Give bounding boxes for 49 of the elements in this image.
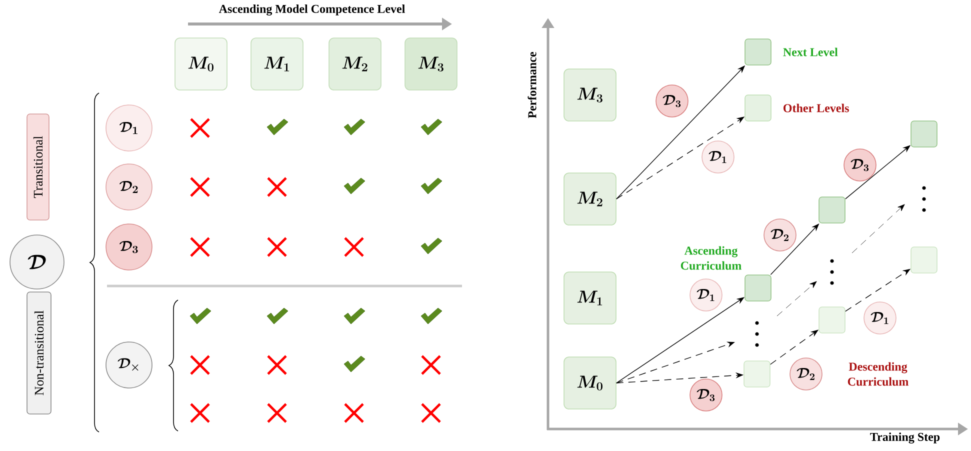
check-icon <box>344 118 366 136</box>
model-box: $M_0$ <box>174 38 228 90</box>
check-icon <box>420 118 442 136</box>
check-icon <box>420 308 442 324</box>
axis-title: Performance <box>528 52 536 118</box>
model-box: $M_2$ <box>564 172 616 226</box>
cross-icon <box>266 236 288 258</box>
check-icon <box>420 178 442 194</box>
cross-icon <box>190 402 210 424</box>
cross-icon <box>266 402 288 424</box>
category-tag: Transitional <box>26 114 50 220</box>
model-box: $M_2$ <box>328 38 382 90</box>
level-label: Next Level <box>783 48 838 56</box>
cross-icon <box>344 402 364 424</box>
level-square <box>744 360 770 388</box>
model-box: $M_3$ <box>404 38 458 90</box>
cross-icon <box>190 354 210 376</box>
cross-icon <box>190 176 210 198</box>
level-square <box>818 306 846 334</box>
level-square <box>818 196 846 224</box>
check-icon <box>344 308 366 324</box>
model-box: $M_1$ <box>564 272 616 324</box>
curriculum-label: Ascending Curriculum <box>680 246 742 270</box>
level-label: Other Levels <box>784 104 849 112</box>
axis-title: Ascending Model Competence Level <box>218 4 405 16</box>
check-icon <box>266 118 288 136</box>
model-box: $M_3$ <box>564 68 616 122</box>
check-icon <box>420 238 442 254</box>
level-square <box>744 274 772 302</box>
cross-icon <box>344 236 364 258</box>
category-tag: Non-transitional <box>26 292 52 414</box>
cross-icon <box>420 354 442 376</box>
cross-icon <box>190 118 210 138</box>
check-icon <box>344 178 366 194</box>
cross-icon <box>266 176 288 198</box>
cross-icon <box>420 402 442 424</box>
level-square <box>910 120 938 148</box>
axis-title: Training Step <box>870 432 940 444</box>
curriculum-label: Descending Curriculum <box>848 362 908 386</box>
model-box: $M_1$ <box>250 38 304 90</box>
check-icon <box>266 308 288 324</box>
level-square <box>910 246 938 274</box>
model-box: $M_0$ <box>564 356 616 410</box>
cross-icon <box>190 236 210 258</box>
check-icon <box>190 308 212 324</box>
check-icon <box>344 356 366 372</box>
level-square <box>744 94 772 122</box>
level-square <box>744 38 772 66</box>
cross-icon <box>266 354 288 376</box>
